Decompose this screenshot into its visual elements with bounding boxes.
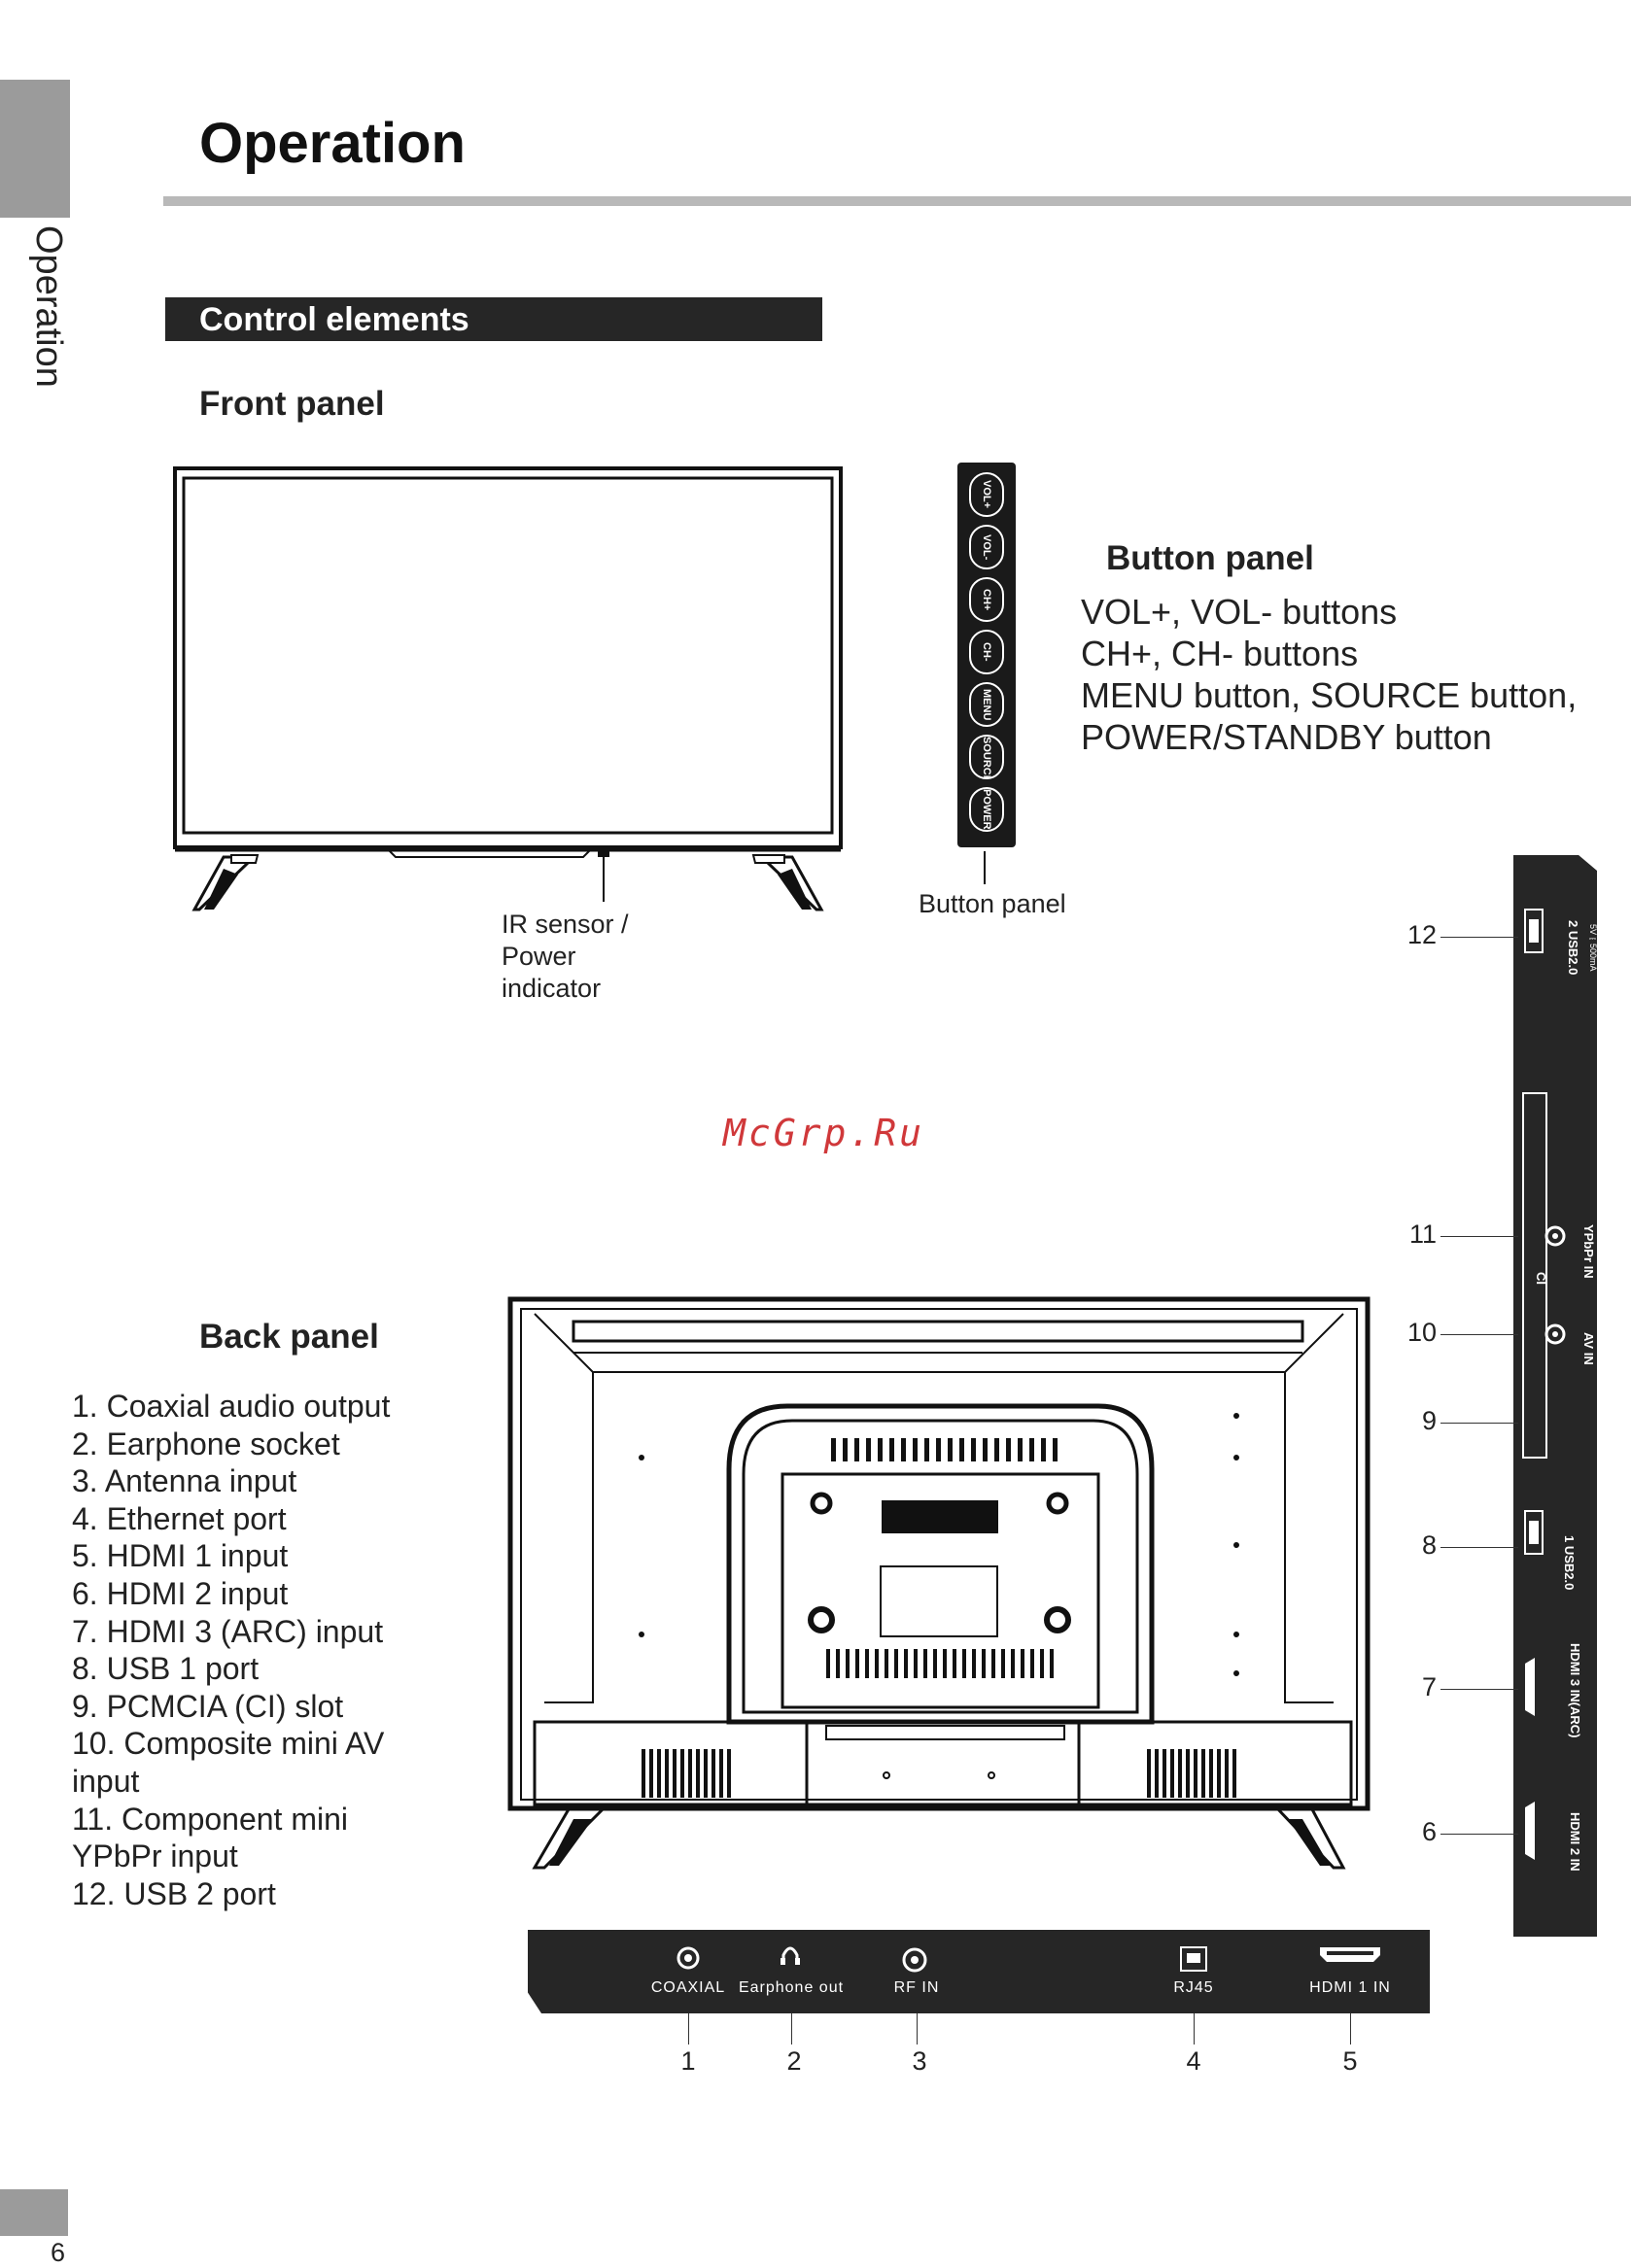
button-panel-line: CH+, CH- buttons — [1081, 634, 1359, 673]
bottom-port-label: RJ45 — [1173, 1979, 1214, 1996]
bottom-port-strip — [528, 1930, 1430, 2013]
front-panel-heading: Front panel — [199, 385, 385, 423]
side-port-label-usb2: 2 USB2.0 — [1566, 919, 1580, 976]
panel-button-power: POWER — [969, 787, 1004, 832]
side-callout-number: 7 — [1421, 1672, 1437, 1701]
bottom-port-label: RF IN — [893, 1979, 940, 1996]
side-callout-line — [1440, 1423, 1518, 1424]
side-port-label-ci: CI — [1534, 1271, 1548, 1285]
legend-item: 4. Ethernet port — [72, 1500, 287, 1536]
bottom-port-label: Earphone out — [738, 1979, 845, 1996]
bottom-callout-line — [791, 2013, 792, 2045]
ir-caption-line: Power — [502, 942, 576, 971]
title-divider — [163, 196, 1631, 206]
side-callout-number: 12 — [1406, 920, 1437, 949]
page-title: Operation — [199, 112, 466, 175]
side-port-label-hdmi3: HDMI 3 IN(ARC) — [1568, 1643, 1582, 1738]
watermark-text: McGrp.Ru — [723, 1112, 925, 1154]
side-callout-line — [1440, 1689, 1518, 1690]
button-panel-heading: Button panel — [1106, 539, 1314, 577]
legend-item: 12. USB 2 port — [72, 1875, 276, 1911]
bottom-port-icons — [677, 1946, 1380, 1973]
button-panel-description: VOL+, VOL- buttons CH+, CH- buttons MENU… — [1081, 591, 1577, 758]
side-port-label-usb1: 1 USB2.0 — [1562, 1534, 1577, 1591]
page-number: 6 — [51, 2238, 66, 2267]
legend-item: 11. Component mini YPbPr input — [72, 1801, 348, 1874]
side-port-icons — [1522, 909, 1566, 1860]
side-callout-number: 6 — [1421, 1817, 1437, 1846]
bottom-callout-line — [1350, 2013, 1351, 2045]
side-section-label: Operation — [28, 225, 69, 388]
bottom-port-label: HDMI 1 IN — [1309, 1979, 1391, 1996]
panel-button-ch-minus: CH- — [969, 630, 1004, 674]
tv-front-illustration — [173, 466, 843, 911]
legend-item: 8. USB 1 port — [72, 1651, 260, 1687]
bottom-callout-number: 3 — [912, 2046, 927, 2076]
footer-tab-marker — [0, 2189, 68, 2236]
ir-caption-line: IR sensor / — [502, 910, 629, 939]
side-callout-line — [1440, 1547, 1518, 1548]
panel-button-vol-plus: VOL+ — [969, 472, 1004, 517]
legend-item: 3. Antenna input — [72, 1463, 297, 1499]
bottom-callout-line — [917, 2013, 918, 2045]
legend-item: 10. Composite mini AV input — [72, 1726, 385, 1799]
side-port-label-ypbpr: YPbPr IN — [1581, 1224, 1596, 1279]
bottom-port-callouts: 1 2 3 4 5 — [528, 2013, 1430, 2081]
back-panel-legend: 1. Coaxial audio output 2. Earphone sock… — [72, 1388, 422, 1912]
panel-button-menu: MENU — [969, 682, 1004, 727]
button-panel-leader — [984, 851, 986, 884]
side-callout-line — [1440, 1834, 1518, 1835]
bottom-callout-line — [1194, 2013, 1195, 2045]
side-callout-line — [1440, 1236, 1518, 1237]
side-tab-marker — [0, 80, 70, 218]
panel-button-vol-minus: VOL- — [969, 525, 1004, 569]
button-panel-line: POWER/STANDBY button — [1081, 717, 1492, 757]
side-callout-number: 10 — [1406, 1318, 1437, 1347]
back-panel-heading: Back panel — [199, 1318, 379, 1356]
side-port-label-hdmi2: HDMI 2 IN — [1568, 1811, 1582, 1872]
bottom-callout-number: 5 — [1342, 2046, 1358, 2076]
bottom-port-labels: COAXIAL Earphone out RF IN RJ45 HDMI 1 IN — [528, 1979, 1430, 2009]
bottom-callout-number: 1 — [680, 2046, 696, 2076]
bottom-port-label: COAXIAL — [650, 1979, 726, 1996]
section-heading-bar — [165, 297, 822, 341]
button-panel-line: MENU button, SOURCE button, — [1081, 675, 1578, 715]
button-panel-caption: Button panel — [919, 889, 1066, 918]
legend-item: 1. Coaxial audio output — [72, 1389, 391, 1424]
side-port-callouts: 12 11 10 9 8 7 6 — [1398, 913, 1519, 1846]
side-callout-number: 8 — [1421, 1530, 1437, 1560]
legend-item: 7. HDMI 3 (ARC) input — [72, 1613, 384, 1649]
side-port-strip — [1513, 855, 1597, 1937]
ir-caption-line: indicator — [502, 974, 602, 1003]
legend-item: 2. Earphone socket — [72, 1426, 340, 1461]
bottom-callout-number: 4 — [1186, 2046, 1201, 2076]
legend-item: 5. HDMI 1 input — [72, 1538, 289, 1574]
section-heading: Control elements — [199, 301, 469, 338]
ir-sensor-caption: IR sensor / Power indicator — [502, 909, 629, 1005]
side-port-label-usb2-spec: 5V⎓500mA — [1588, 923, 1598, 972]
legend-item: 6. HDMI 2 input — [72, 1575, 289, 1611]
side-port-label-av: AV IN — [1581, 1332, 1596, 1365]
legend-item: 9. PCMCIA (CI) slot — [72, 1688, 344, 1724]
button-panel-line: VOL+, VOL- buttons — [1081, 592, 1398, 632]
side-callout-line — [1440, 937, 1518, 938]
panel-button-ch-plus: CH+ — [969, 577, 1004, 622]
bottom-callout-line — [688, 2013, 689, 2045]
panel-button-source: SOURCE — [969, 735, 1004, 779]
bottom-callout-number: 2 — [786, 2046, 802, 2076]
side-callout-number: 11 — [1408, 1220, 1437, 1249]
button-panel-buttons: VOL+ VOL- CH+ CH- MENU SOURCE POWER — [957, 472, 1016, 851]
tv-back-illustration — [507, 1296, 1371, 1870]
side-callout-line — [1440, 1334, 1518, 1335]
side-callout-number: 9 — [1421, 1406, 1437, 1435]
